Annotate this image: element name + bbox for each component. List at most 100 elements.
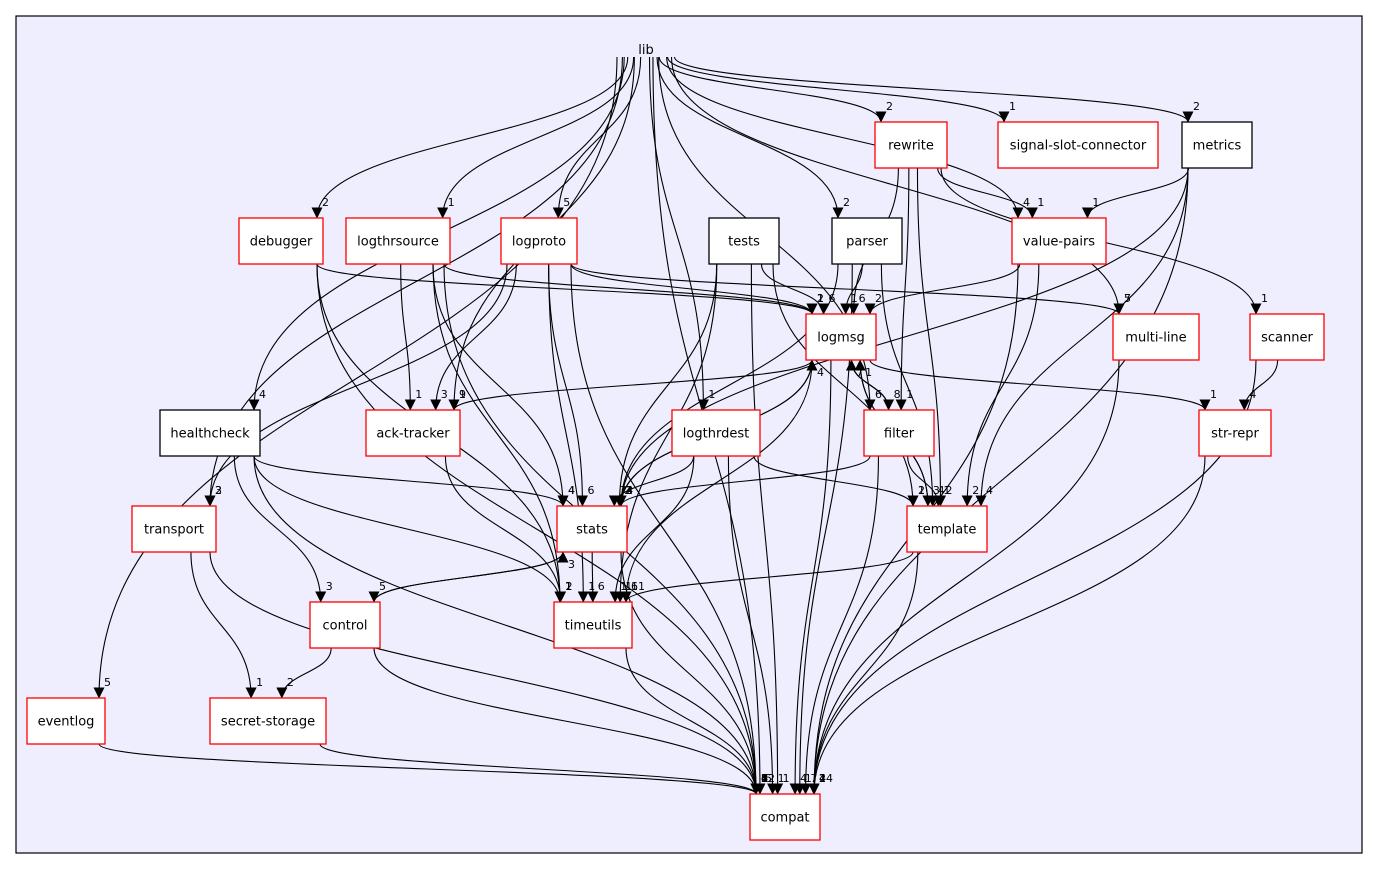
edge-parser-to-logmsg — [840, 263, 863, 315]
node-box-rewrite[interactable] — [874, 121, 948, 169]
edge-label-stats-to-compat: 12 — [761, 772, 775, 785]
node-logproto[interactable]: logproto — [500, 217, 578, 265]
node-box-parser[interactable] — [831, 217, 903, 265]
edge-multi-line-to-compat — [808, 359, 1120, 795]
node-box-logthrsource[interactable] — [345, 217, 451, 265]
node-box-filter[interactable] — [863, 409, 935, 457]
edge-logthrdest-to-compat — [727, 455, 779, 795]
edge-label-logthrdest-to-compat: 1 — [778, 772, 785, 785]
node-box-tests[interactable] — [708, 217, 780, 265]
node-label-str-repr: str-repr — [1211, 427, 1259, 442]
node-transport[interactable]: transport — [131, 505, 217, 553]
node-scanner[interactable]: scanner — [1249, 313, 1325, 361]
edge-label-metrics-to-template: 4 — [986, 484, 993, 497]
node-box-str-repr[interactable] — [1198, 409, 1272, 457]
node-timeutils[interactable]: timeutils — [553, 601, 633, 649]
edge-label-logmsg-to-ack-tracker: 1 — [459, 388, 466, 401]
edge-label-rewrite-to-scanner: 1 — [1261, 292, 1268, 305]
node-box-template[interactable] — [906, 505, 988, 553]
node-box-metrics[interactable] — [1181, 121, 1253, 169]
node-tests[interactable]: tests — [708, 217, 780, 265]
edge-label-logmsg-to-stats: 4 — [626, 484, 633, 497]
node-box-compat[interactable] — [749, 793, 821, 841]
edge-label-healthcheck-to-timeutils: 1 — [565, 580, 572, 593]
node-str-repr[interactable]: str-repr — [1198, 409, 1272, 457]
edge-debugger-to-logmsg — [316, 263, 818, 315]
node-box-stats[interactable] — [556, 505, 628, 553]
node-metrics[interactable]: metrics — [1181, 121, 1253, 169]
edge-label-logthrsource-to-timeutils: 1 — [565, 580, 572, 593]
node-value-pairs[interactable]: value-pairs — [1011, 217, 1107, 265]
edge-label-lib-to-ack-tracker: 9 — [459, 388, 466, 401]
node-rewrite[interactable]: rewrite — [874, 121, 948, 169]
node-stats[interactable]: stats — [556, 505, 628, 553]
node-box-logthrdest[interactable] — [671, 409, 761, 457]
node-secret-storage[interactable]: secret-storage — [209, 697, 327, 745]
edge-metrics-to-template — [975, 167, 1189, 507]
node-logmsg[interactable]: logmsg — [805, 313, 877, 361]
node-compat[interactable]: compat — [749, 793, 821, 841]
edge-tests-to-template — [772, 263, 919, 507]
edge-lib-to-signal-slot-connector — [667, 56, 1010, 123]
node-box-debugger[interactable] — [238, 217, 324, 265]
edge-rewrite-to-filter — [895, 167, 910, 411]
edge-label-logproto-to-ack-tracker: 3 — [441, 388, 448, 401]
edge-label-transport-to-compat: 4 — [761, 772, 768, 785]
node-box-control[interactable] — [309, 601, 381, 649]
edge-label-template-to-timeutils: 6 — [631, 580, 638, 593]
edge-logmsg-to-ack-tracker — [448, 359, 813, 411]
edge-parser-to-template — [880, 263, 939, 507]
node-logthrsource[interactable]: logthrsource — [345, 217, 451, 265]
edge-label-logthrsource-to-compat: 4 — [761, 772, 768, 785]
node-ack-tracker[interactable]: ack-tracker — [365, 409, 461, 457]
node-signal-slot-connector[interactable]: signal-slot-connector — [997, 121, 1159, 169]
node-box-timeutils[interactable] — [553, 601, 633, 649]
edge-metrics-to-value-pairs — [1081, 167, 1190, 219]
edge-label-lib-to-signal-slot-connector: 1 — [1009, 100, 1016, 113]
node-box-ack-tracker[interactable] — [365, 409, 461, 457]
node-label-compat: compat — [760, 811, 809, 826]
node-debugger[interactable]: debugger — [238, 217, 324, 265]
node-parser[interactable]: parser — [831, 217, 903, 265]
node-box-logmsg[interactable] — [805, 313, 877, 361]
edge-label-str-repr-to-compat: 2 — [819, 772, 826, 785]
node-label-logthrsource: logthrsource — [357, 235, 439, 250]
edge-label-lib-to-logthrsource: 1 — [448, 196, 455, 209]
node-box-eventlog[interactable] — [26, 697, 106, 745]
edge-label-logmsg-to-compat: 4 — [800, 772, 807, 785]
node-filter[interactable]: filter — [863, 409, 935, 457]
node-box-value-pairs[interactable] — [1011, 217, 1107, 265]
node-box-signal-slot-connector[interactable] — [997, 121, 1159, 169]
node-logthrdest[interactable]: logthrdest — [671, 409, 761, 457]
node-eventlog[interactable]: eventlog — [26, 697, 106, 745]
node-box-transport[interactable] — [131, 505, 217, 553]
edge-label-tests-to-compat: 1 — [783, 772, 790, 785]
edge-label-logthrsource-to-ack-tracker: 1 — [415, 388, 422, 401]
edge-label-logmsg-to-filter: 8 — [894, 388, 901, 401]
edge-label-transport-to-secret-storage: 1 — [256, 676, 263, 689]
edge-label-lib-to-logproto: 5 — [563, 196, 570, 209]
edge-label-lib-to-debugger: 2 — [322, 196, 329, 209]
edge-label-scanner-to-str-repr: 4 — [1249, 388, 1256, 401]
node-label-parser: parser — [846, 235, 888, 250]
node-healthcheck[interactable]: healthcheck — [159, 409, 261, 457]
node-box-logproto[interactable] — [500, 217, 578, 265]
cluster-label-lib[interactable]: lib — [638, 43, 653, 58]
edge-tests-to-compat — [750, 263, 784, 795]
node-multi-line[interactable]: multi-line — [1112, 313, 1200, 361]
edge-label-parser-to-stats: 4 — [626, 484, 633, 497]
node-box-healthcheck[interactable] — [159, 409, 261, 457]
node-box-secret-storage[interactable] — [209, 697, 327, 745]
edge-label-logthrdest-to-timeutils: 1 — [620, 580, 627, 593]
node-box-scanner[interactable] — [1249, 313, 1325, 361]
node-template[interactable]: template — [906, 505, 988, 553]
node-control[interactable]: control — [309, 601, 381, 649]
edge-label-logmsg-to-timeutils: 11 — [631, 580, 645, 593]
edge-label-rewrite-to-filter: 1 — [906, 388, 913, 401]
node-label-control: control — [322, 619, 367, 634]
edge-label-lib-to-transport: 3 — [215, 484, 222, 497]
node-box-multi-line[interactable] — [1112, 313, 1200, 361]
edge-label-lib-to-metrics: 2 — [1193, 100, 1200, 113]
edge-label-scanner-to-compat: 4 — [819, 772, 826, 785]
